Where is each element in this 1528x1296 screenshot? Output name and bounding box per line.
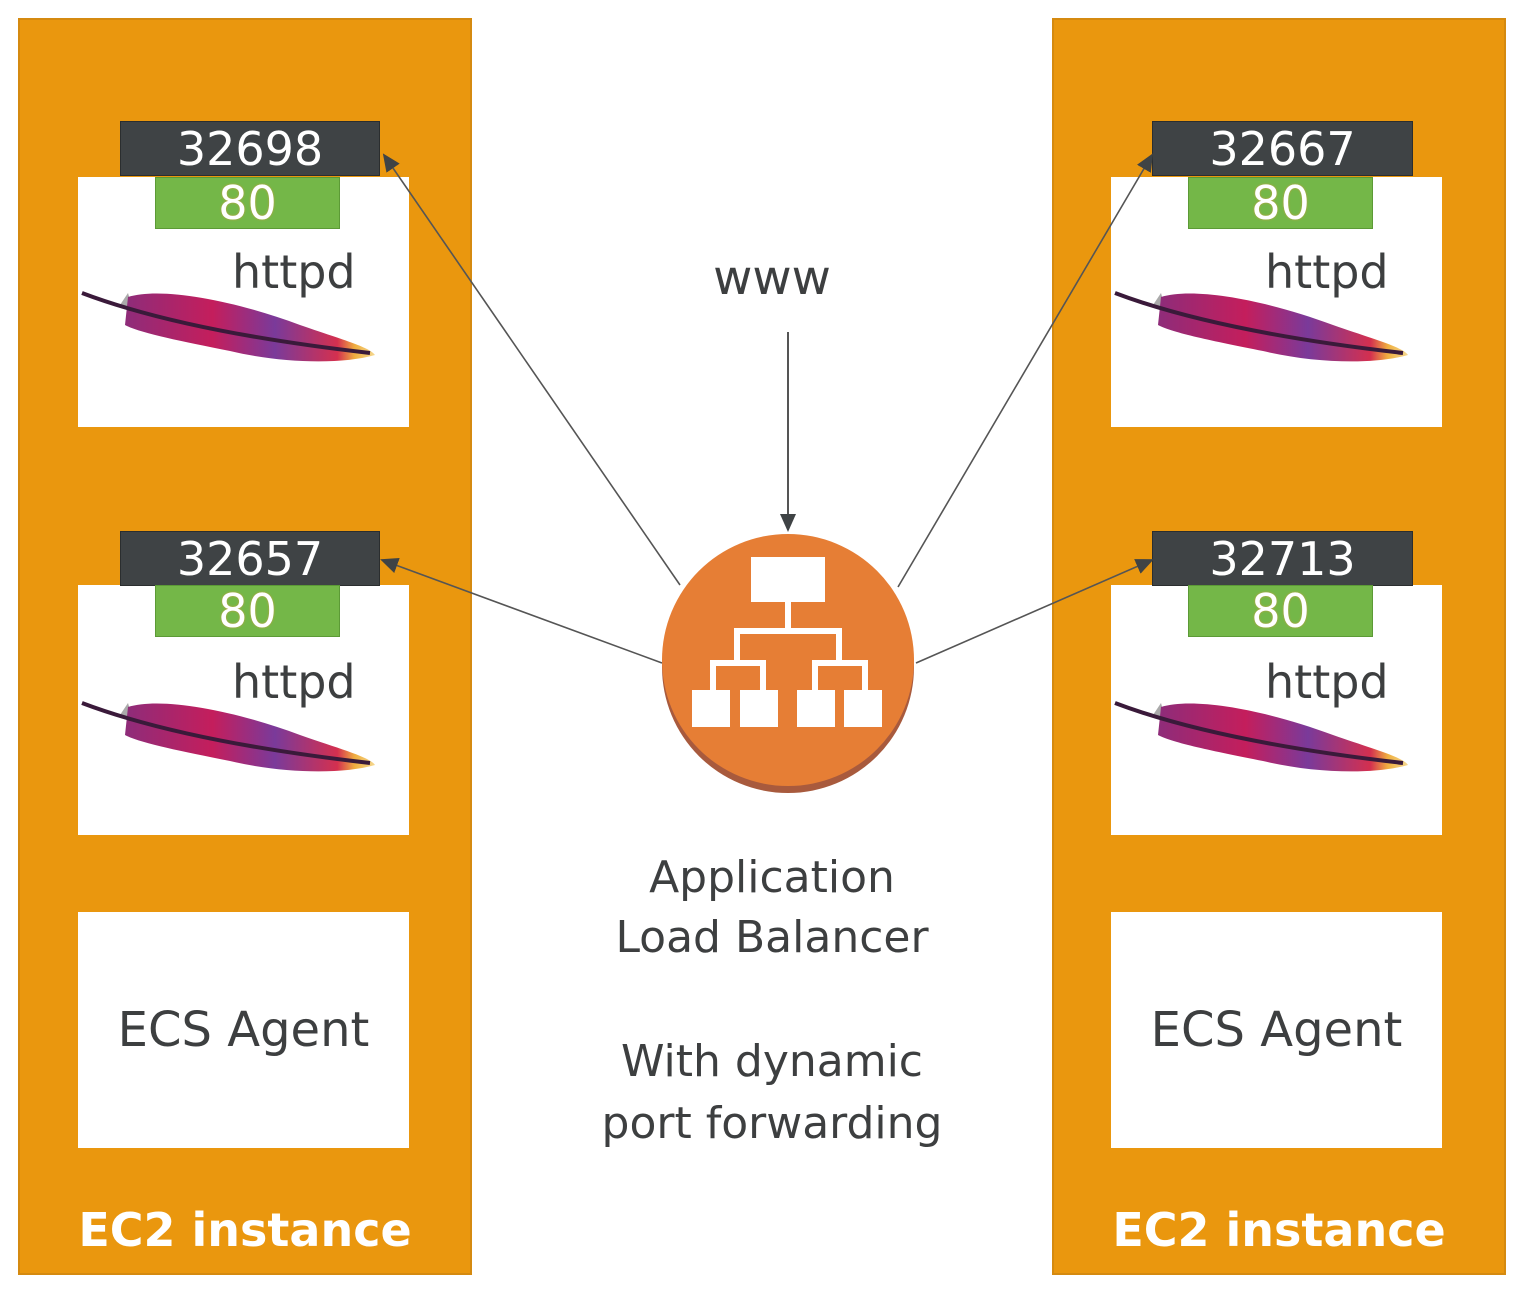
arrow-to-32657 xyxy=(380,558,663,664)
container-name: httpd xyxy=(1265,655,1389,709)
container-port: 80 xyxy=(1188,177,1373,229)
apache-feather-icon xyxy=(80,285,380,379)
lb-note-line-2: port forwarding xyxy=(601,1098,943,1149)
container-port: 80 xyxy=(1188,585,1373,637)
instance-label: EC2 instance xyxy=(78,1203,412,1257)
lb-title-line-2: Load Balancer xyxy=(615,912,929,963)
container-port: 80 xyxy=(155,585,340,637)
host-port: 32657 xyxy=(120,531,380,586)
container-port: 80 xyxy=(155,177,340,229)
arrow-to-32667 xyxy=(897,153,1154,588)
apache-feather-icon xyxy=(80,695,380,789)
host-port: 32698 xyxy=(120,121,380,176)
host-port: 32667 xyxy=(1152,121,1413,176)
container-name: httpd xyxy=(232,655,356,709)
instance-label: EC2 instance xyxy=(1112,1203,1446,1257)
ecs-agent-box: ECS Agent xyxy=(78,912,409,1148)
ecs-agent-box: ECS Agent xyxy=(1111,912,1442,1148)
container-name: httpd xyxy=(1265,245,1389,299)
apache-feather-icon xyxy=(1113,285,1413,379)
container-name: httpd xyxy=(232,245,356,299)
www-label: www xyxy=(713,250,831,306)
apache-feather-icon xyxy=(1113,695,1413,789)
lb-title-line-1: Application xyxy=(649,852,895,903)
arrow-to-32713 xyxy=(915,559,1154,664)
load-balancer-icon[interactable] xyxy=(662,534,914,793)
arrow-to-32698 xyxy=(382,153,681,586)
lb-note-line-1: With dynamic xyxy=(621,1036,923,1087)
host-port: 32713 xyxy=(1152,531,1413,586)
